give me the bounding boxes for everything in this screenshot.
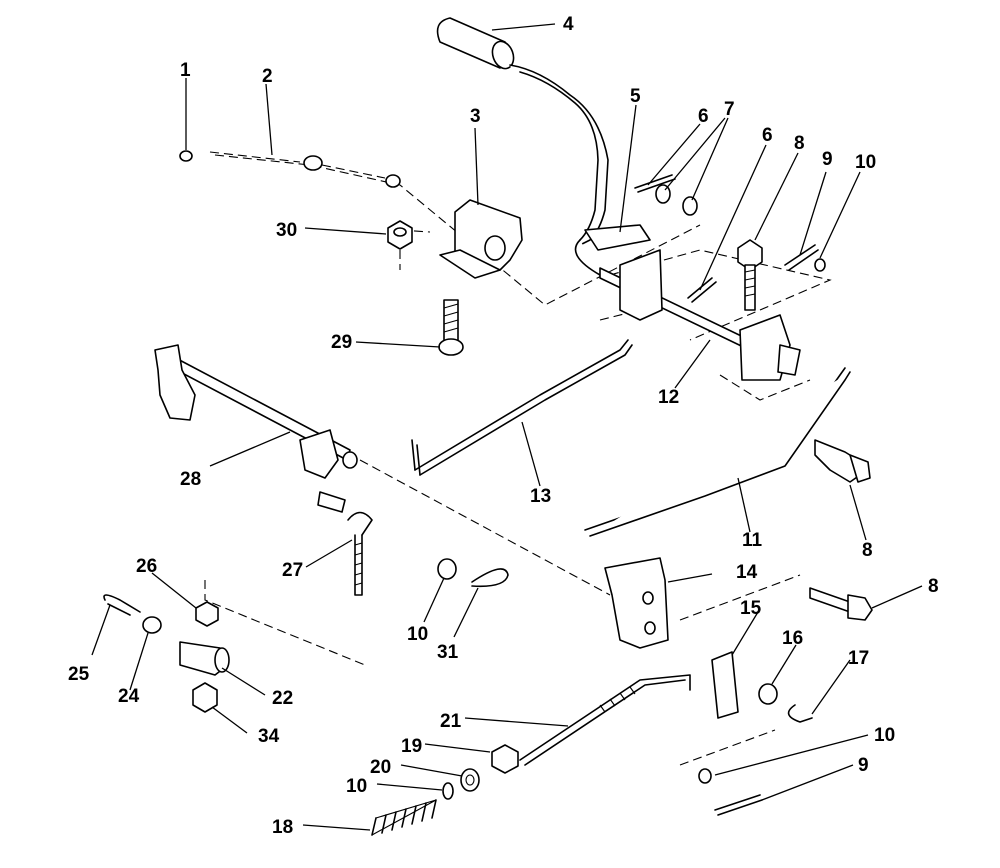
cotter-pin	[634, 174, 676, 193]
grip	[436, 17, 515, 70]
hex-bolt-2	[814, 439, 871, 483]
callout-15: 15	[740, 598, 762, 619]
callout-8: 8	[928, 576, 939, 597]
callout-20: 20	[370, 757, 391, 778]
nut-26	[195, 601, 219, 627]
spring	[371, 799, 437, 836]
j-bolt	[317, 491, 373, 596]
callout-12: 12	[658, 387, 679, 408]
link-rod-13	[411, 339, 633, 476]
nut	[387, 220, 413, 250]
callout-10: 10	[407, 624, 428, 645]
pin	[179, 150, 193, 162]
washer-10	[442, 782, 454, 800]
callout-6: 6	[762, 125, 773, 146]
callout-10: 10	[346, 776, 367, 797]
nut-34	[192, 682, 218, 713]
callout-5: 5	[630, 86, 641, 107]
callout-6: 6	[698, 106, 709, 127]
callout-2: 2	[262, 66, 273, 87]
washers	[655, 184, 698, 216]
callout-31: 31	[437, 642, 459, 663]
link-rod-11	[584, 367, 851, 537]
washer-pin-set	[437, 558, 509, 588]
callout-1: 1	[180, 60, 191, 81]
callout-11: 11	[742, 530, 763, 551]
washer-bottom	[698, 768, 712, 784]
cotter-pin-3	[784, 244, 826, 272]
callout-29: 29	[331, 332, 352, 353]
lift-shaft	[599, 249, 801, 381]
callout-13: 13	[530, 486, 551, 507]
hair-pin-25	[103, 594, 141, 616]
callout-9: 9	[822, 149, 833, 170]
callout-34: 34	[258, 726, 280, 747]
spring-bracket	[711, 651, 739, 719]
callout-8: 8	[862, 540, 873, 561]
callout-19: 19	[401, 736, 422, 757]
bracket-14	[604, 557, 669, 649]
callout-7: 7	[724, 99, 735, 120]
callout-16: 16	[782, 628, 803, 649]
hex-bolt	[737, 239, 763, 311]
callout-27: 27	[282, 560, 303, 581]
callout-8: 8	[794, 133, 805, 154]
bolt	[438, 299, 464, 356]
callout-4: 4	[563, 14, 574, 35]
cotter-pin-2	[687, 277, 717, 303]
trunnion	[179, 641, 230, 676]
callout-30: 30	[276, 220, 297, 241]
clip-17	[787, 704, 813, 723]
callout-labels: 1 2 3 4 5 6 7 6 8 9 10 30 29 12 28 13 11…	[68, 14, 939, 838]
adjusting-rod	[519, 674, 691, 766]
jam-nut	[491, 744, 519, 774]
callout-17: 17	[848, 648, 869, 669]
callout-25: 25	[68, 664, 90, 685]
callout-18: 18	[272, 817, 293, 838]
callout-21: 21	[440, 711, 462, 732]
lift-handle	[509, 64, 651, 276]
bracket	[439, 199, 523, 279]
callout-10: 10	[855, 152, 876, 173]
leader-lines	[91, 23, 923, 831]
callout-22: 22	[272, 688, 293, 709]
rod	[209, 151, 401, 188]
cotter-pin-bottom	[714, 794, 763, 816]
callout-10: 10	[874, 725, 895, 746]
callout-28: 28	[180, 469, 201, 490]
callout-24: 24	[118, 686, 140, 707]
washer-24	[142, 616, 162, 634]
callout-3: 3	[470, 106, 481, 127]
hex-bolt-3	[809, 587, 873, 621]
callout-14: 14	[736, 562, 758, 583]
nut-20	[460, 768, 480, 792]
callout-9: 9	[858, 755, 869, 776]
cross-shaft	[154, 344, 358, 479]
washer-16	[758, 683, 778, 705]
callout-26: 26	[136, 556, 157, 577]
